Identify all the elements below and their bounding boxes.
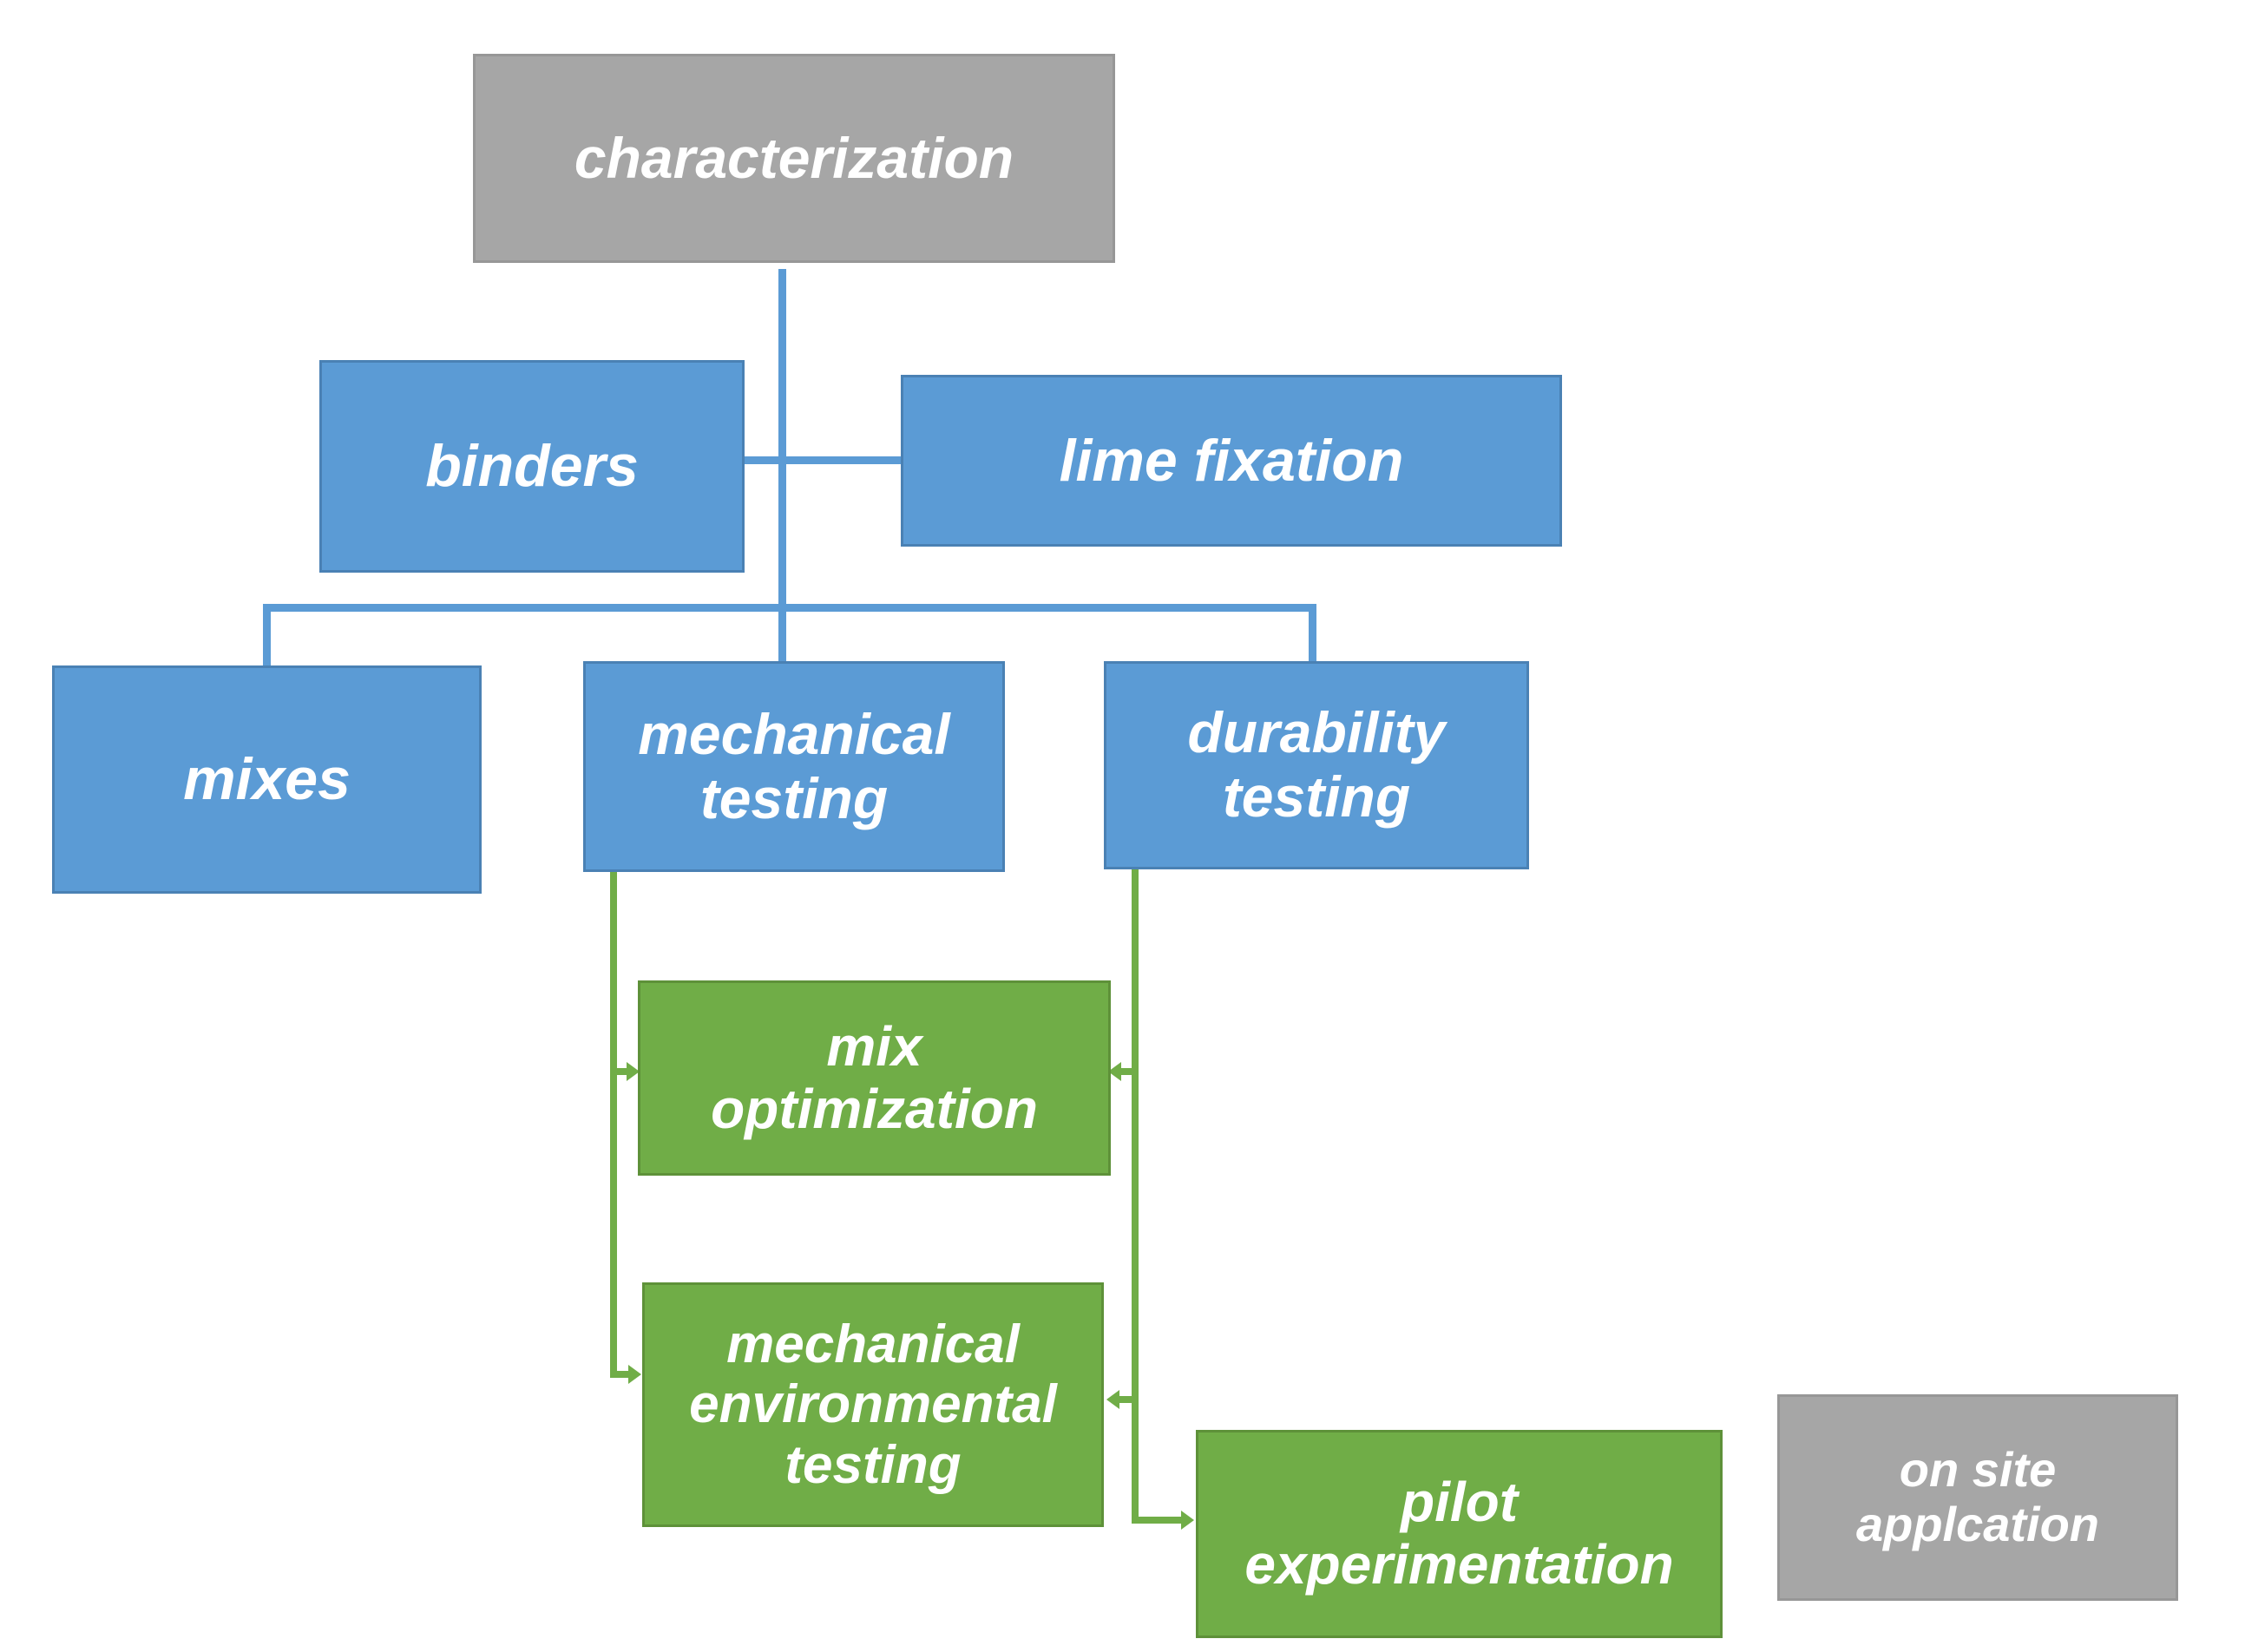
node-mix-optimization: mix optimization <box>638 980 1111 1176</box>
connector-stub-to-mix-optimization-left <box>610 1068 629 1075</box>
node-binders: binders <box>319 360 745 573</box>
node-mechanical-environmental-testing: mechanical environmental testing <box>642 1282 1104 1527</box>
connector-branch-horizontal <box>263 604 1316 612</box>
node-characterization: characterization <box>473 54 1115 263</box>
node-lime-fixation: lime fixation <box>901 375 1562 547</box>
connector-stub-to-mech-env-right <box>1119 1396 1139 1403</box>
node-mechanical-testing: mechanical testing <box>583 661 1005 872</box>
arrowhead-mech-env-left <box>628 1365 641 1384</box>
connector-elbow-to-mech-env-left <box>610 1371 631 1378</box>
connector-binders-limefixation <box>743 456 901 464</box>
node-on-site-application: on site applcation <box>1777 1394 2178 1601</box>
connector-stub-to-mix-optimization-right <box>1120 1068 1139 1075</box>
connector-mechanical-testing-down <box>610 872 617 1378</box>
connector-characterization-down <box>778 269 786 664</box>
connector-durability-testing-down <box>1132 869 1139 1524</box>
node-durability-testing: durability testing <box>1104 661 1529 869</box>
node-mixes: mixes <box>52 665 482 894</box>
connector-drop-durability <box>1309 604 1316 665</box>
connector-drop-mixes <box>263 604 271 669</box>
arrowhead-mix-optimization-left <box>627 1062 640 1081</box>
arrowhead-mix-optimization-right <box>1108 1062 1121 1081</box>
node-pilot-experimentation: pilot experimentation <box>1196 1430 1723 1638</box>
arrowhead-pilot-experimentation <box>1181 1511 1194 1530</box>
connector-elbow-to-pilot <box>1132 1517 1182 1524</box>
arrowhead-mech-env-right <box>1106 1390 1119 1409</box>
